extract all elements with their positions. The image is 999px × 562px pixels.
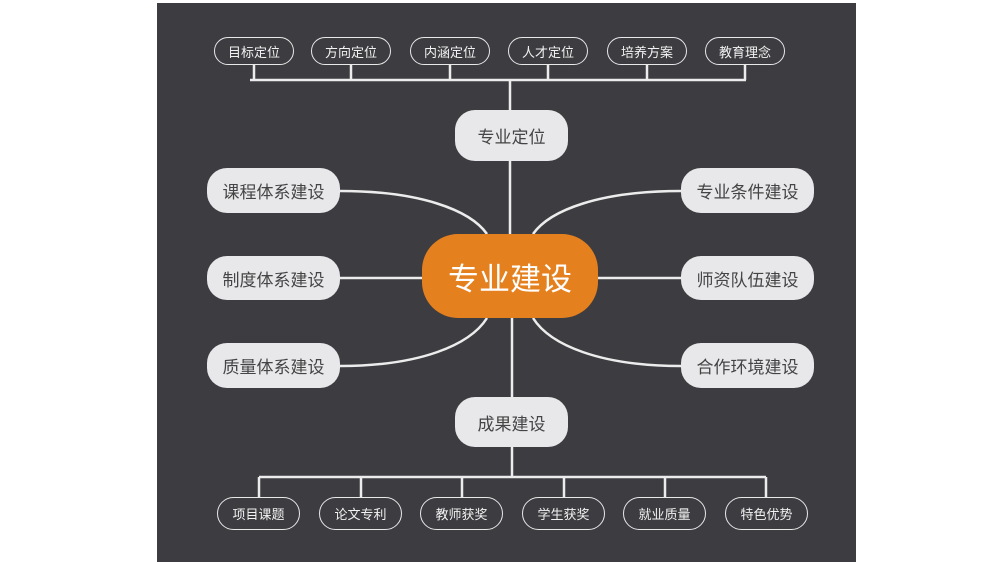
top-bus-line bbox=[250, 65, 747, 110]
left-node-2[interactable]: 制度体系建设 bbox=[207, 256, 340, 300]
bottom-item-1[interactable]: 项目课题 bbox=[217, 497, 300, 530]
right-node-2[interactable]: 师资队伍建设 bbox=[681, 256, 814, 300]
top-item-3[interactable]: 内涵定位 bbox=[410, 37, 490, 65]
bottom-item-3[interactable]: 教师获奖 bbox=[420, 497, 503, 530]
left-node-1[interactable]: 课程体系建设 bbox=[207, 168, 340, 213]
bottom-node[interactable]: 成果建设 bbox=[455, 397, 568, 447]
top-item-5[interactable]: 培养方案 bbox=[607, 37, 687, 65]
right-node-1[interactable]: 专业条件建设 bbox=[681, 168, 814, 213]
bottom-item-4[interactable]: 学生获奖 bbox=[522, 497, 605, 530]
right-curves bbox=[531, 189, 682, 368]
top-item-4[interactable]: 人才定位 bbox=[508, 37, 588, 65]
top-item-2[interactable]: 方向定位 bbox=[311, 37, 391, 65]
top-item-1[interactable]: 目标定位 bbox=[214, 37, 294, 65]
bottom-item-5[interactable]: 就业质量 bbox=[623, 497, 706, 530]
top-item-6[interactable]: 教育理念 bbox=[705, 37, 785, 65]
top-node[interactable]: 专业定位 bbox=[455, 110, 568, 161]
left-node-3[interactable]: 质量体系建设 bbox=[207, 343, 340, 388]
bottom-item-6[interactable]: 特色优势 bbox=[725, 497, 808, 530]
left-curves bbox=[339, 189, 489, 368]
center-node[interactable]: 专业建设 bbox=[422, 234, 598, 318]
bottom-item-2[interactable]: 论文专利 bbox=[319, 497, 402, 530]
bottom-bus-line bbox=[257, 447, 768, 497]
right-node-3[interactable]: 合作环境建设 bbox=[681, 343, 814, 388]
